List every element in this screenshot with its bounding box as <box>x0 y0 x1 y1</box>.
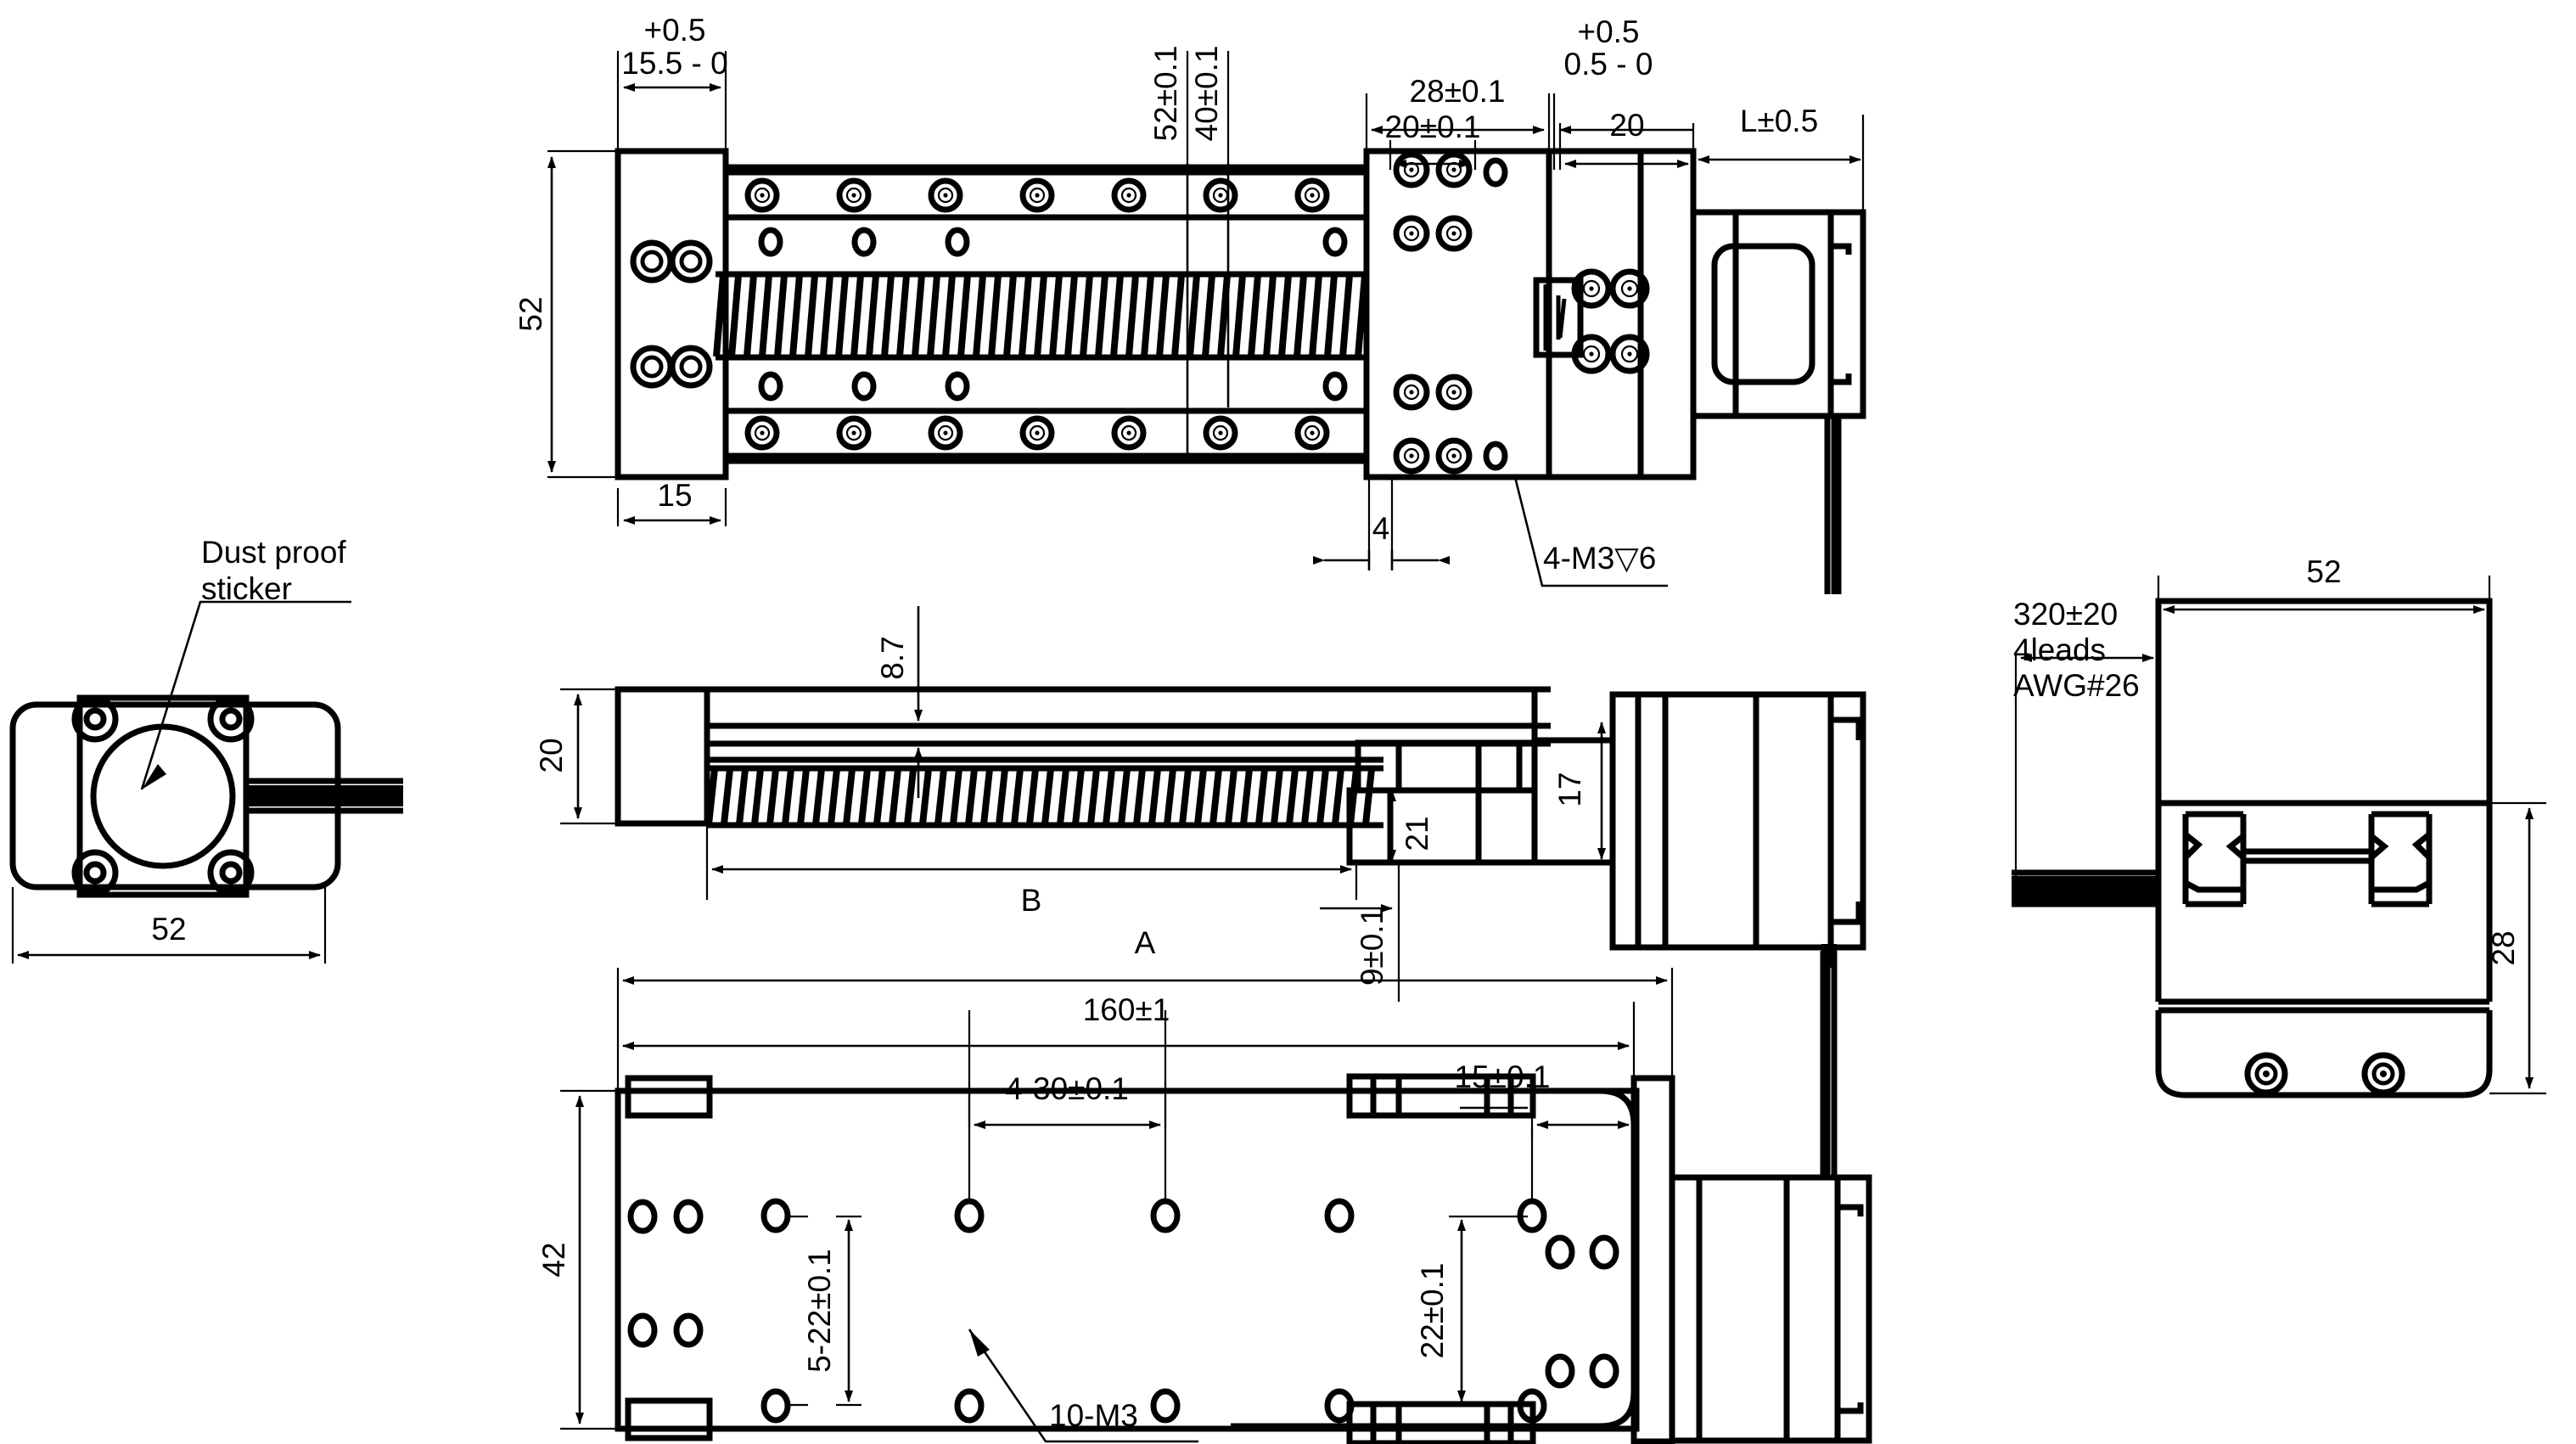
bottom-view-dimension-42: 42 <box>536 1089 628 1430</box>
dim-front-8p7: 8.7 <box>875 636 910 679</box>
top-view: +0.5 15.5 - 0 52 15 52±0.1 40±0.1 28±0.1 <box>514 13 1866 594</box>
right-end-view-rail-profile <box>2182 811 2433 907</box>
left-end-view-dimension-52: 52 <box>11 887 327 964</box>
lead-screw-thread <box>713 271 1368 361</box>
dim-left-52: 52 <box>151 912 186 947</box>
bottom-view-callout-10m3: 10-M3 <box>968 1329 1198 1443</box>
dim-right-28: 28 <box>2486 930 2521 965</box>
rail-screws-upper <box>744 177 1330 213</box>
rail-thru-holes-upper <box>758 227 1348 257</box>
top-view-dimension-15p5: +0.5 15.5 - 0 <box>621 13 728 92</box>
dim-L: L±0.5 <box>1740 104 1818 138</box>
bottom-view-dimension-22: 22±0.1 <box>1415 1215 1528 1407</box>
bottom-view-dimension-4-30: 4-30±0.1 <box>968 1071 1167 1129</box>
top-view-ext-lines <box>547 51 727 526</box>
dim-front-B: B <box>1021 883 1042 918</box>
bottom-view-holes <box>627 1198 1619 1424</box>
callout-dustproof-line1: Dust proof <box>201 535 346 570</box>
top-view-callout-4m3: 4-M3▽6 <box>1513 476 1668 587</box>
dim-15p5-tol-upper: +0.5 <box>643 13 705 48</box>
dim-20: 20 <box>1609 108 1644 143</box>
dim-15p5: 15.5 - 0 <box>621 46 727 81</box>
dim-52-tol: 52±0.1 <box>1148 46 1183 142</box>
dim-15-base: 15 <box>657 478 692 513</box>
right-end-view-base-screws <box>2244 1052 2405 1096</box>
callout-4-m3-label: 4-M3▽6 <box>1543 541 1656 576</box>
dust-proof-sticker-circle <box>90 723 236 869</box>
callout-10-m3-label: 10-M3 <box>1049 1398 1138 1433</box>
front-view-dimension-9tol: 9±0.1 <box>1320 862 1400 1002</box>
dim-bottom-5-22: 5-22±0.1 <box>802 1249 837 1373</box>
front-view-dimension-17: 17 <box>1552 722 1606 860</box>
dim-0p5-tol: 0.5 - 0 <box>1564 47 1653 81</box>
right-end-view-leads <box>2012 869 2158 907</box>
dim-front-9tol: 9±0.1 <box>1355 907 1389 986</box>
dim-0p5-tol-upper: +0.5 <box>1577 14 1639 49</box>
top-view-left-endblock <box>615 148 729 480</box>
rail-screws-lower <box>744 415 1330 451</box>
front-view-dimension-B: B <box>705 825 1358 918</box>
dim-front-21: 21 <box>1400 816 1434 851</box>
left-end-view-shaft <box>244 778 403 814</box>
top-view-dimension-L: L±0.5 <box>1698 104 1865 212</box>
dim-bottom-42: 42 <box>536 1242 571 1277</box>
top-view-dimension-4: 4 <box>1313 480 1450 570</box>
top-view-motor <box>1690 209 1866 594</box>
front-view-dimension-20: 20 <box>534 688 618 825</box>
top-view-dimension-52: 52 <box>514 156 556 473</box>
rail-thru-holes-lower <box>758 371 1348 402</box>
dim-bottom-22: 22±0.1 <box>1415 1263 1450 1359</box>
bottom-view-dimension-A: A <box>616 925 1674 1091</box>
left-end-view-corner-screws <box>71 695 255 896</box>
right-end-view-leads-callout: 320±20 4leads AWG#26 <box>2013 597 2160 879</box>
top-view-dimension-15: 15 <box>623 478 721 525</box>
callout-leads-line1: 320±20 <box>2013 597 2118 632</box>
dim-front-17: 17 <box>1552 772 1587 806</box>
front-view-lead-screw <box>705 765 1383 829</box>
dim-bottom-4-30: 4-30±0.1 <box>1005 1071 1129 1106</box>
dim-52-height: 52 <box>514 296 548 331</box>
dim-20-tol: 20±0.1 <box>1385 110 1481 144</box>
bottom-view-dimension-15: 15±0.1 <box>1455 1059 1630 1138</box>
top-view-dimension-20tol: 20±0.1 <box>1385 110 1481 170</box>
callout-leads-line3: AWG#26 <box>2013 668 2140 703</box>
dim-bottom-A: A <box>1135 925 1156 960</box>
callout-dustproof-line2: sticker <box>201 571 292 606</box>
right-end-view-dimension-28: 28 <box>2486 801 2546 1095</box>
right-end-view: 52 28 320±20 4leads AWG#26 <box>2012 554 2546 1098</box>
dim-40-tol: 40±0.1 <box>1189 46 1224 142</box>
top-view-dimension-20: 20 <box>1558 108 1695 170</box>
bottom-view-leaders <box>968 1010 1534 1204</box>
top-view-dimension-52-tol: 52±0.1 40±0.1 <box>1148 46 1230 458</box>
bottom-view: A 160±1 42 4-30±0.1 15±0.1 <box>536 925 1872 1444</box>
dim-front-20: 20 <box>534 738 569 773</box>
dim-4-slot: 4 <box>1372 511 1390 546</box>
carriage-screws <box>1393 151 1508 475</box>
front-view-motor <box>1635 691 1866 951</box>
front-view-endplate <box>1535 691 1638 951</box>
dim-bottom-15: 15±0.1 <box>1455 1059 1551 1094</box>
dim-28-tol: 28±0.1 <box>1410 74 1506 109</box>
right-end-view-dimension-52: 52 <box>2157 554 2491 614</box>
endplate-screws <box>1571 268 1650 374</box>
bottom-view-dimension-5-22: 5-22±0.1 <box>802 1215 861 1407</box>
front-view-dimension-8p7: 8.7 <box>875 606 923 798</box>
bottom-view-motor <box>1669 944 1872 1444</box>
end-block-screws <box>630 239 713 389</box>
front-elevation-view: 20 8.7 B 21 17 9±0.1 <box>534 606 1866 1002</box>
top-view-dimension-0p5: +0.5 0.5 - 0 <box>1552 14 1693 170</box>
top-view-endplate <box>1546 148 1697 480</box>
bottom-view-dimension-160: 160±1 <box>622 992 1636 1091</box>
top-view-dimension-28: 28±0.1 <box>1365 74 1551 170</box>
callout-leads-line2: 4leads <box>2013 632 2106 667</box>
left-end-view-callout-sticker: Dust proof sticker <box>140 535 351 790</box>
top-view-rail-body <box>713 164 1368 464</box>
front-view-carriage-block <box>1346 689 1538 866</box>
left-end-view: 52 Dust proof sticker <box>9 535 403 964</box>
dim-right-52: 52 <box>2306 554 2341 589</box>
dim-bottom-160: 160±1 <box>1083 992 1170 1027</box>
front-view-dimension-21: 21 <box>1388 789 1434 862</box>
